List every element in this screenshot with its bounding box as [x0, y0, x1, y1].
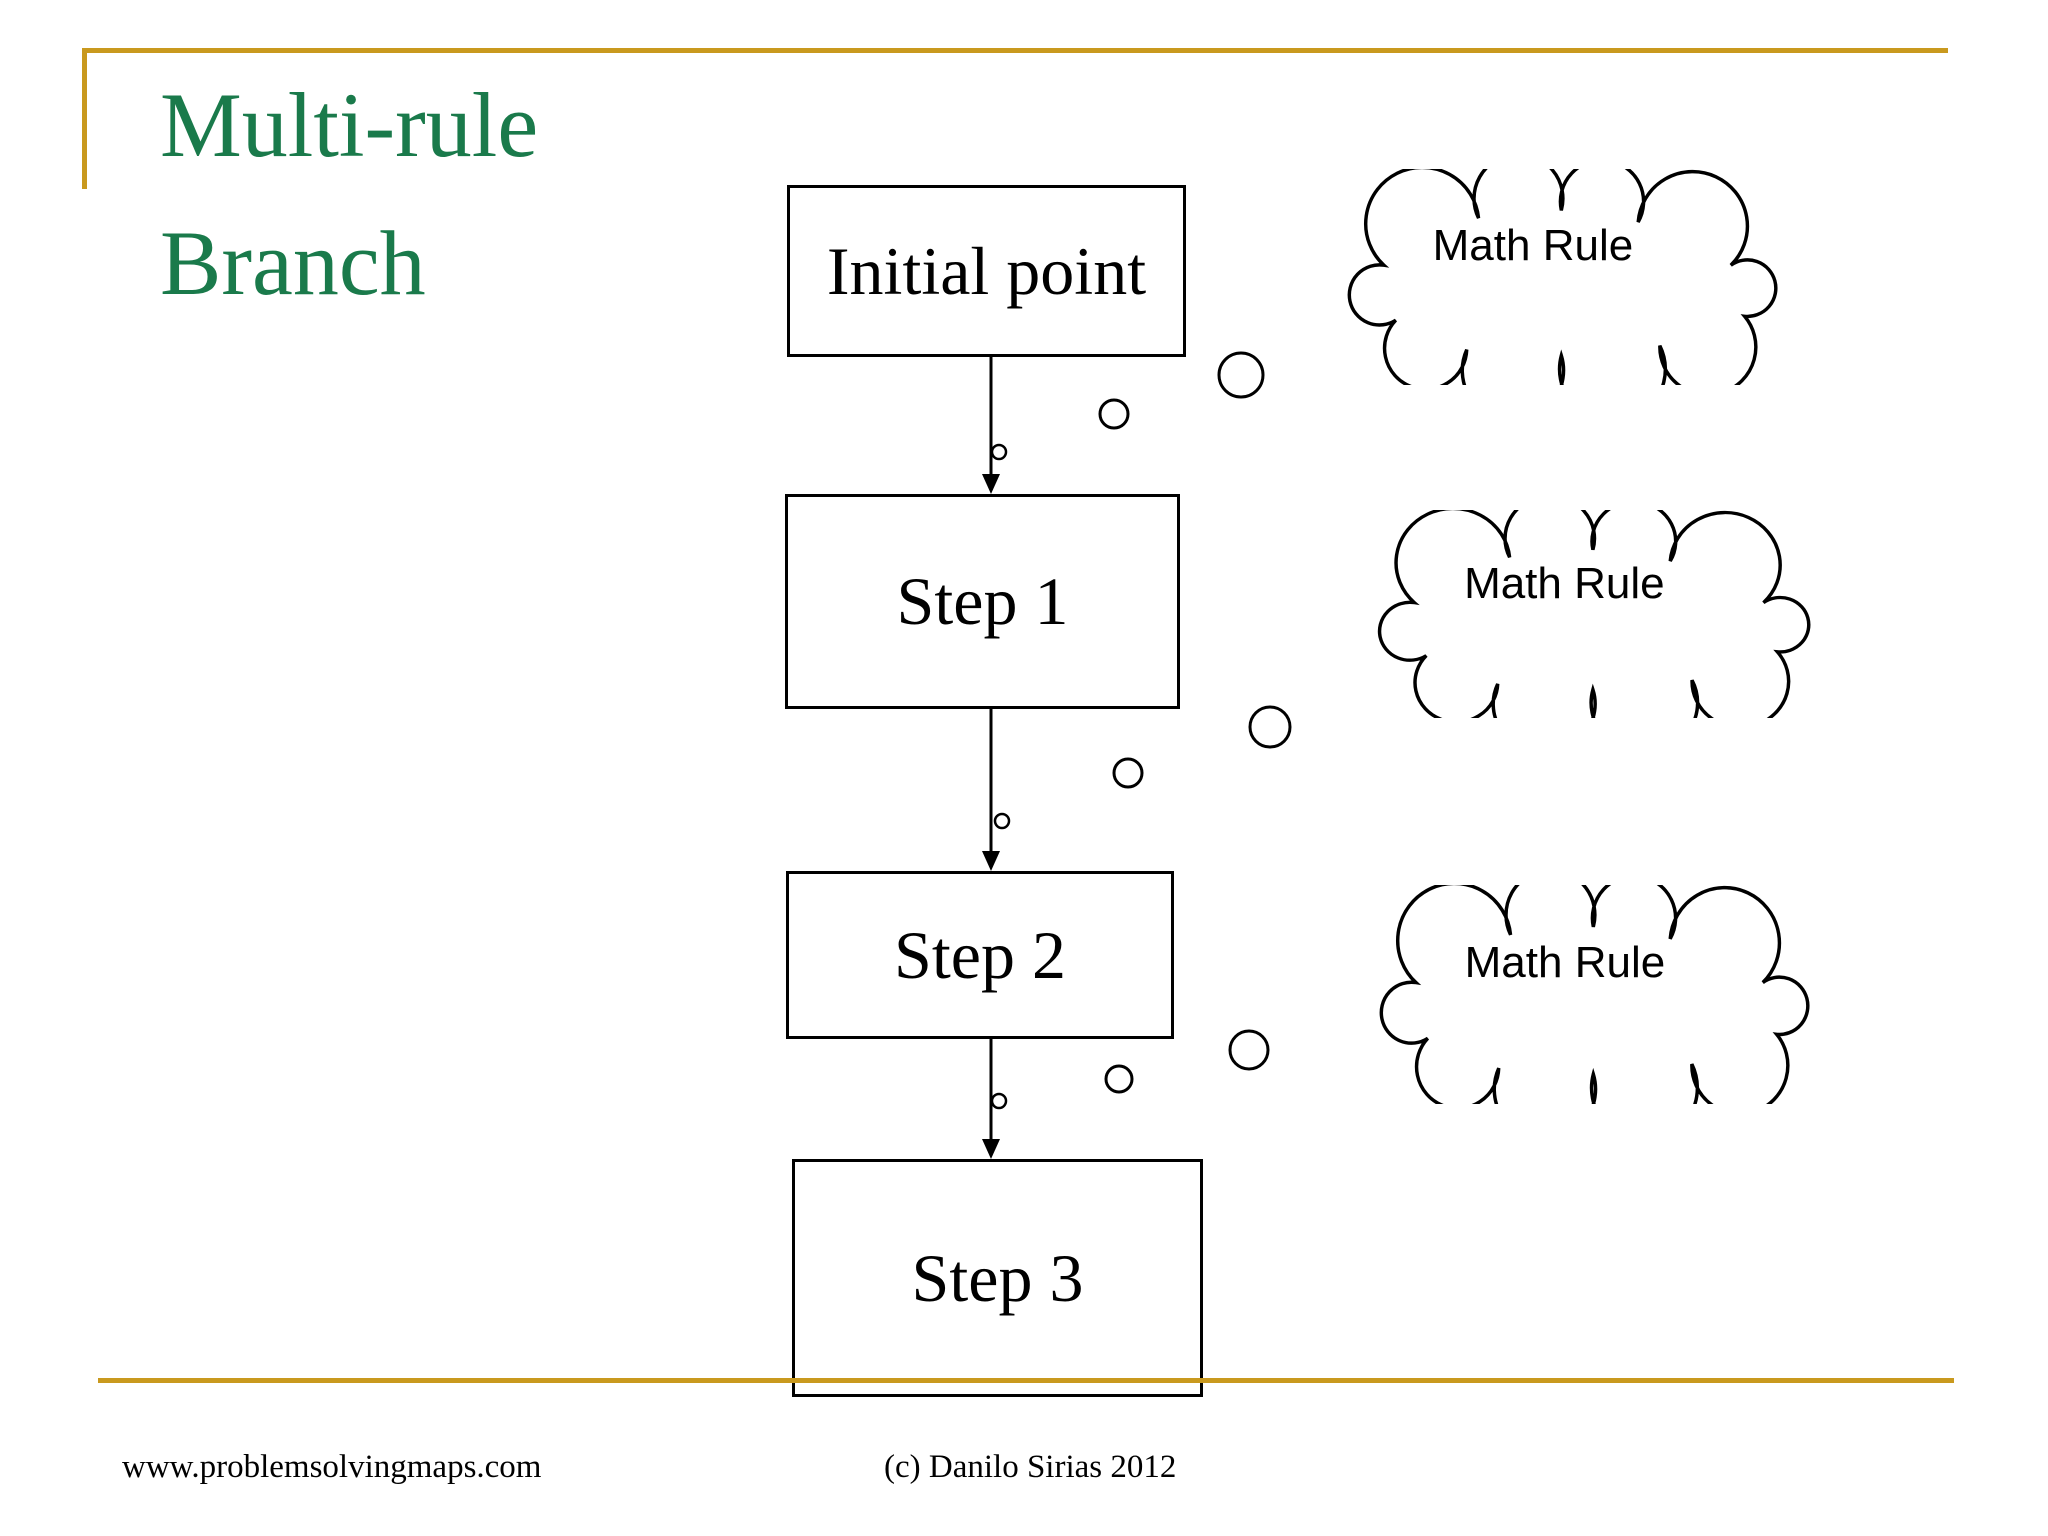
cloud-label: Math Rule: [1432, 220, 1634, 270]
slide-title-line2: Branch: [160, 212, 426, 314]
flow-box-step-2: Step 2: [786, 871, 1174, 1039]
arrow-head-2: [982, 851, 1000, 871]
footer-website: www.problemsolvingmaps.com: [122, 1449, 542, 1485]
cloud-label: Math Rule: [1464, 937, 1666, 987]
thought-bubble-small-2: [993, 812, 1011, 830]
flow-box-step-3: Step 3: [792, 1159, 1203, 1397]
flow-box-step-1: Step 1: [785, 494, 1180, 709]
top-accent-line: [82, 48, 1948, 53]
flow-box-label: Step 1: [896, 563, 1069, 639]
thought-bubble-medium-1: [1098, 398, 1130, 430]
cloud-callout-3: Math Rule: [1345, 885, 1818, 1104]
arrow-head-1: [982, 474, 1000, 494]
footer-copyright: (c) Danilo Sirias 2012: [884, 1449, 1177, 1485]
cloud-label: Math Rule: [1464, 558, 1665, 608]
thought-bubble-small-3: [990, 1092, 1008, 1110]
flow-box-initial-point: Initial point: [787, 185, 1186, 357]
cloud-shape: [1377, 510, 1811, 718]
bottom-accent-line: [98, 1378, 1954, 1383]
cloud-callout-2: Math Rule: [1343, 510, 1819, 718]
thought-bubble-large-1: [1217, 351, 1265, 399]
flow-box-label: Initial point: [826, 232, 1147, 309]
left-accent-line: [82, 48, 87, 189]
arrow-head-3: [982, 1139, 1000, 1159]
cloud-shape: [1347, 169, 1778, 385]
flow-box-label: Step 3: [911, 1239, 1084, 1316]
slide-title-line1: Multi-rule: [160, 74, 539, 176]
flow-box-label: Step 2: [894, 916, 1066, 993]
thought-bubble-large-2: [1248, 705, 1292, 749]
cloud-callout-1: Math Rule: [1313, 169, 1786, 385]
thought-bubble-large-3: [1228, 1029, 1270, 1071]
thought-bubble-small-1: [990, 443, 1008, 461]
thought-bubble-medium-3: [1104, 1064, 1134, 1094]
cloud-shape: [1379, 885, 1810, 1104]
thought-bubble-medium-2: [1112, 757, 1144, 789]
